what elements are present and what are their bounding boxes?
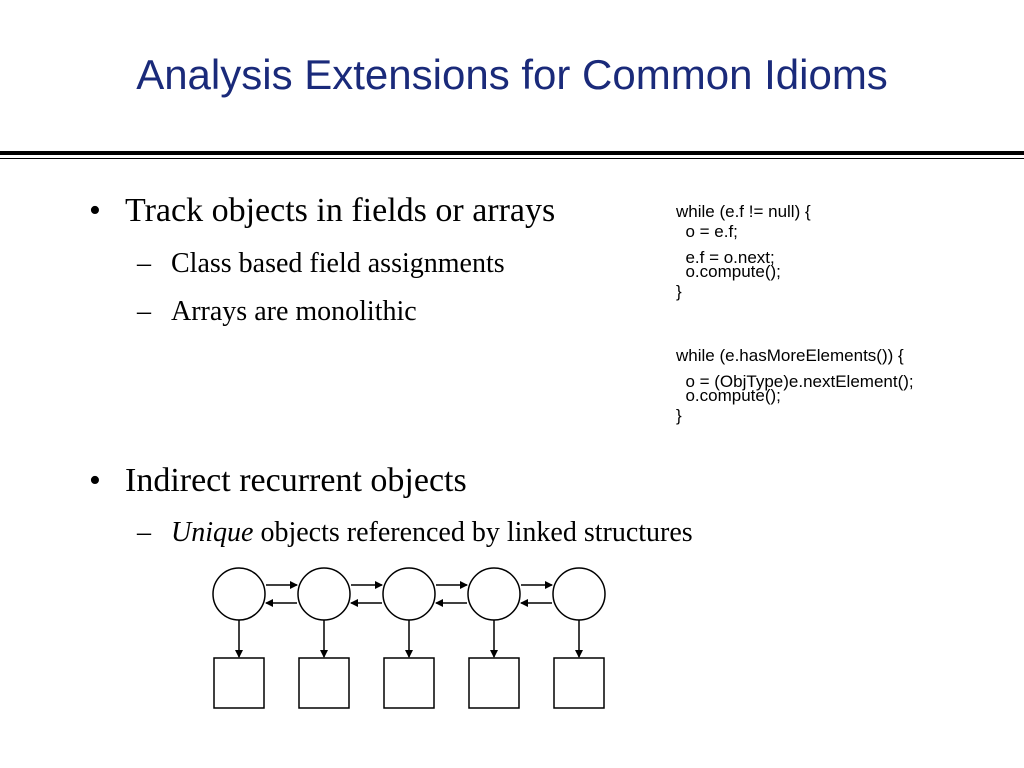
code-line: o.compute(); xyxy=(676,386,781,405)
code-line: e.f = o.next; xyxy=(676,248,775,267)
object-box xyxy=(298,657,350,709)
list-node-circle xyxy=(467,567,521,621)
list-node-circle xyxy=(552,567,606,621)
bullet-marker: • xyxy=(89,462,101,499)
object-box xyxy=(553,657,605,709)
code-line: } xyxy=(676,282,682,301)
diagram-layer xyxy=(212,567,606,709)
bullet-track-objects: • Track objects in fields or arrays xyxy=(89,192,556,229)
emphasis-unique: Unique xyxy=(171,517,254,548)
sub-bullet-unique-objects: – Unique objects referenced by linked st… xyxy=(137,517,693,548)
bullet-text: Indirect recurrent objects xyxy=(125,462,467,499)
code-line: while (e.hasMoreElements()) { xyxy=(676,346,904,365)
dash-marker: – xyxy=(137,248,151,279)
bullet-indirect-recurrent: • Indirect recurrent objects xyxy=(89,462,467,499)
sub-bullet-class-based: – Class based field assignments xyxy=(137,248,505,279)
list-node-circle xyxy=(382,567,436,621)
sub-bullet-text: Arrays are monolithic xyxy=(171,296,417,327)
sub-bullet-text: Class based field assignments xyxy=(171,248,505,279)
code-line: o.compute(); xyxy=(676,262,781,281)
list-node-circle xyxy=(297,567,351,621)
sub-bullet-arrays: – Arrays are monolithic xyxy=(137,296,417,327)
sub-bullet-text: objects referenced by linked structures xyxy=(253,517,693,548)
object-box xyxy=(468,657,520,709)
bullet-text: Track objects in fields or arrays xyxy=(125,192,556,229)
code-line: o = e.f; xyxy=(676,222,738,241)
code-line: } xyxy=(676,406,682,425)
dash-marker: – xyxy=(137,517,151,548)
code-line: o = (ObjType)e.nextElement(); xyxy=(676,372,914,391)
title-rule-thick xyxy=(0,151,1024,155)
list-node-circle xyxy=(212,567,266,621)
slide-title: Analysis Extensions for Common Idioms xyxy=(136,51,888,98)
code-loop-field: while (e.f != null) { o = e.f; e.f = o.n… xyxy=(676,202,811,302)
code-line: while (e.f != null) { xyxy=(676,202,811,221)
title-rule-thin xyxy=(0,158,1024,159)
object-box xyxy=(383,657,435,709)
bullet-marker: • xyxy=(89,192,101,229)
object-box xyxy=(213,657,265,709)
code-loop-enumeration: while (e.hasMoreElements()) { o = (ObjTy… xyxy=(676,346,914,426)
dash-marker: – xyxy=(137,296,151,327)
